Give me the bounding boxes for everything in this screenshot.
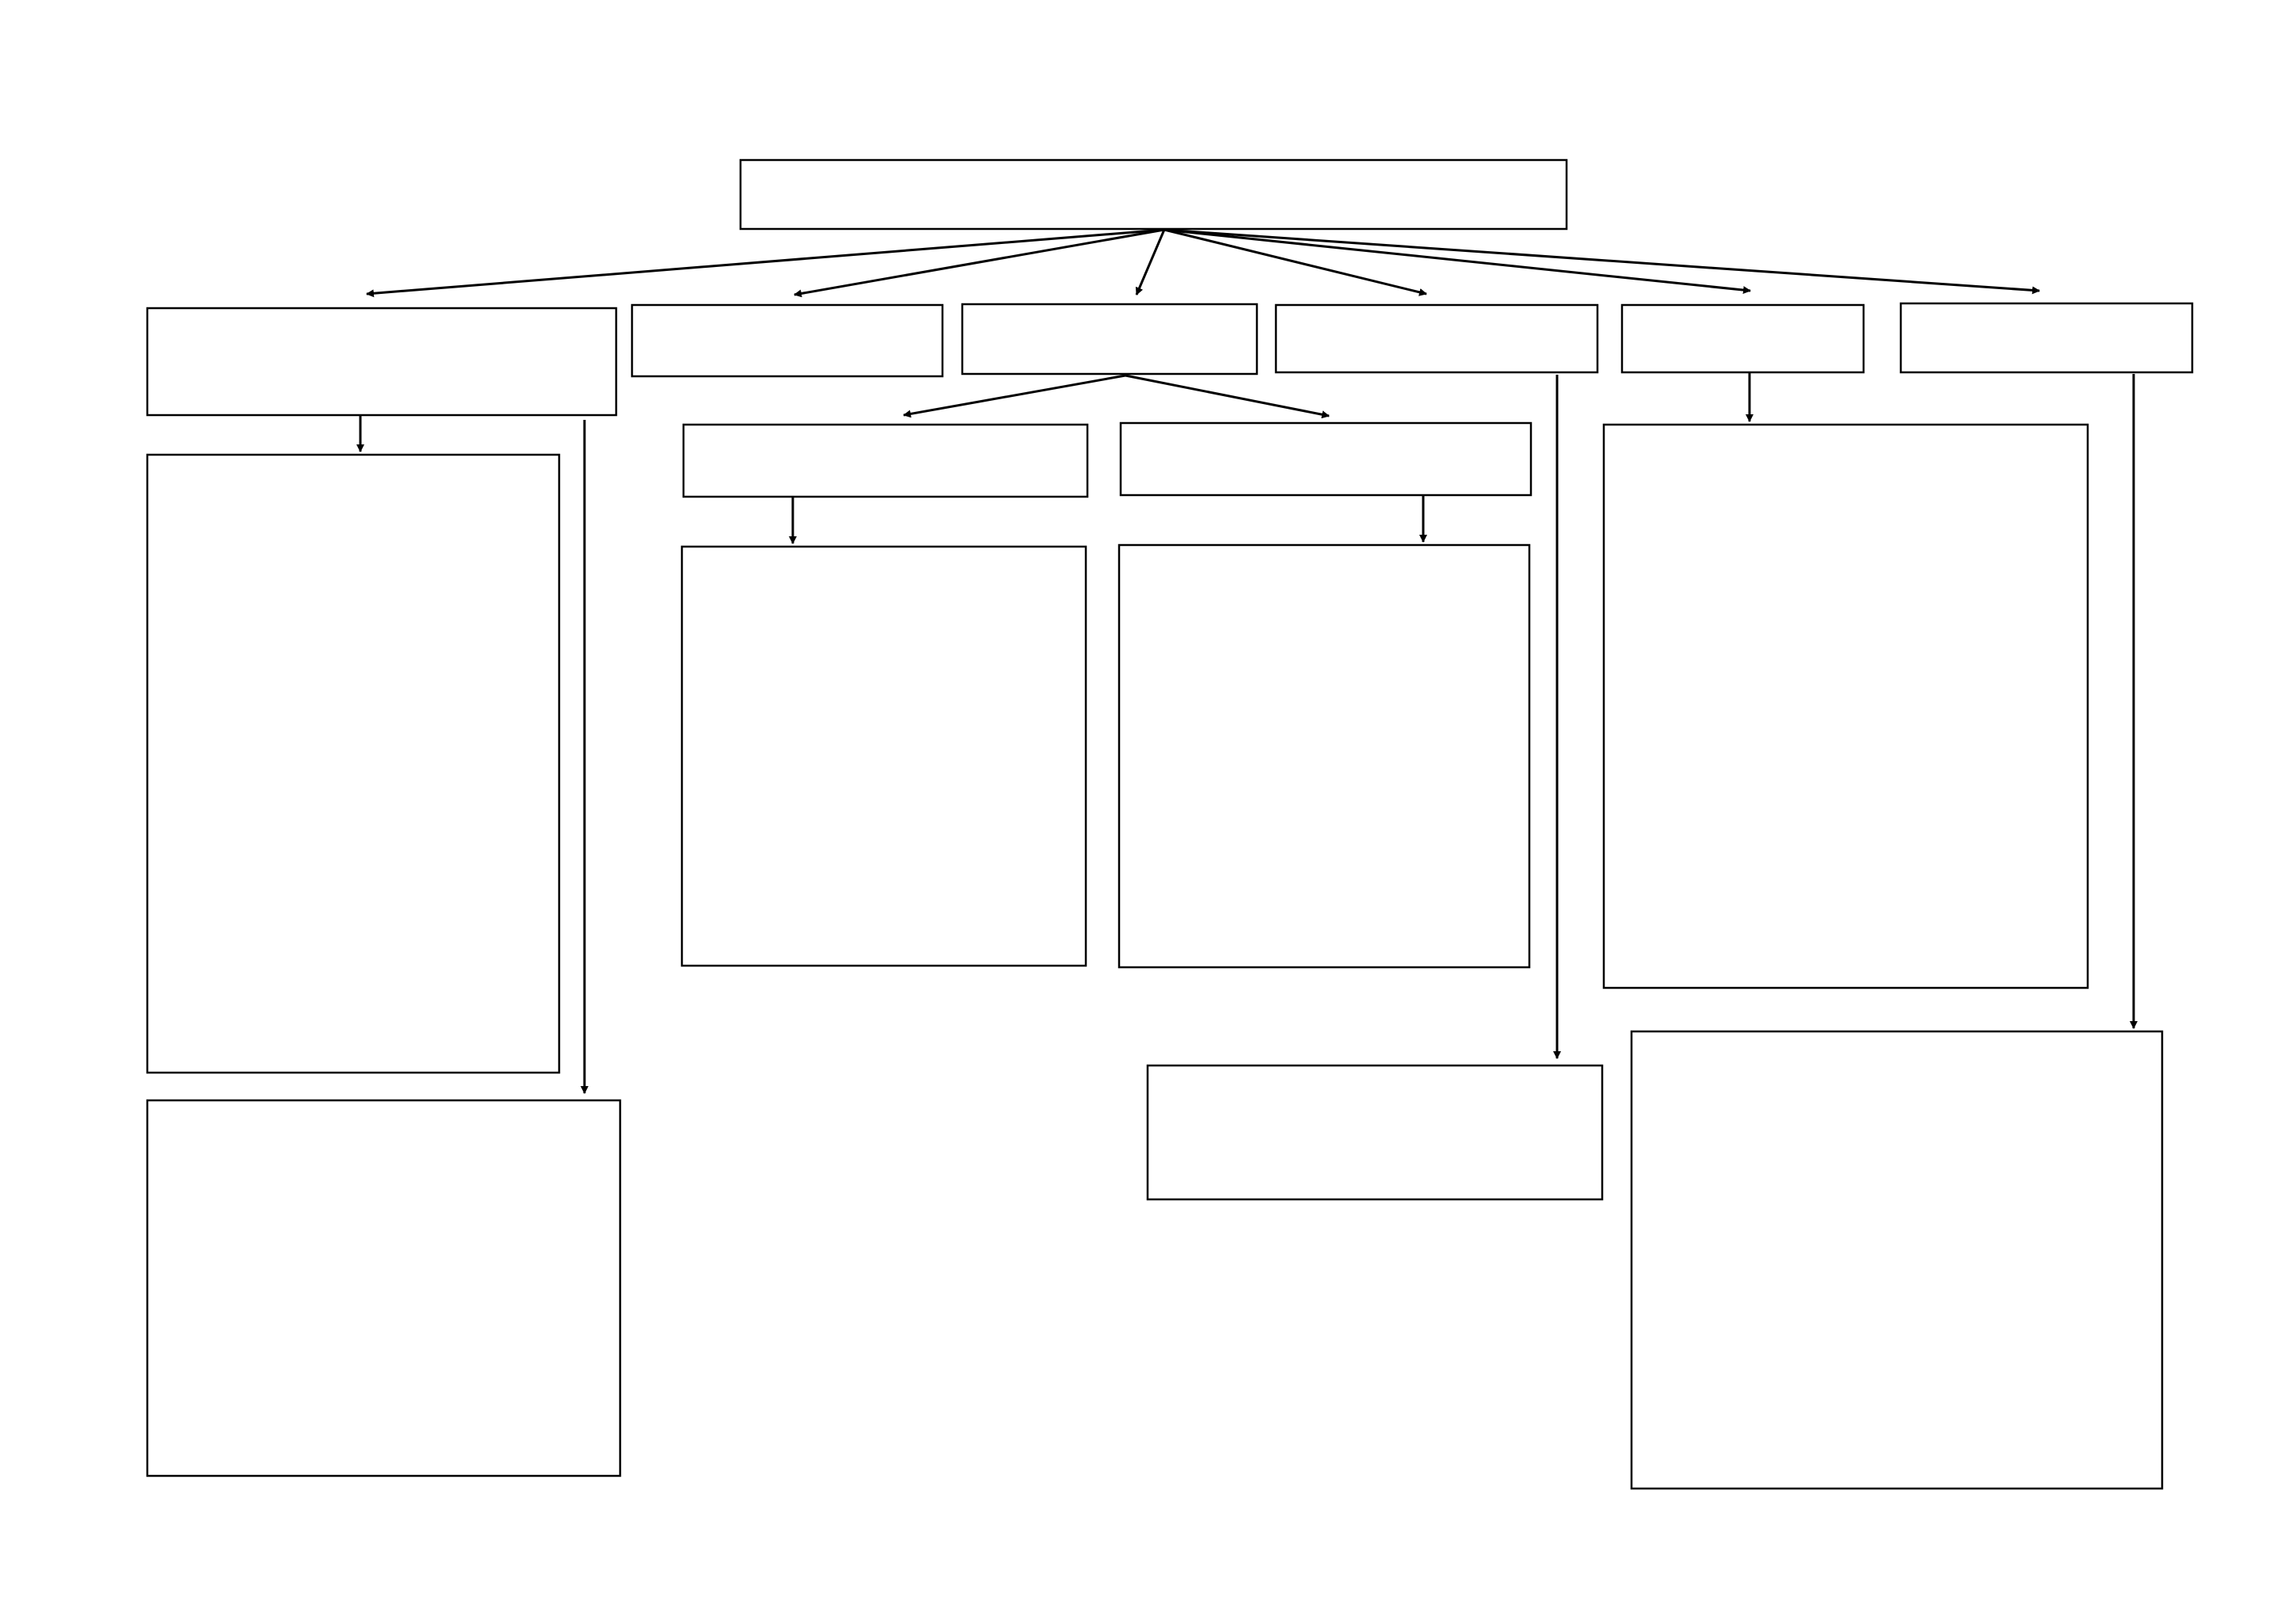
- diagram-box-branch-3-sub-2-detail: [1118, 543, 1531, 969]
- connector-arrow-root-to-branch-2: [794, 228, 1165, 298]
- diagram-box-branch-1: [146, 307, 618, 417]
- connector-arrow-branch-3-to-branch-3-sub-2: [1125, 374, 1330, 419]
- connector-arrow-root-to-branch-4: [1163, 228, 1427, 296]
- diagram-box-branch-1-detail: [146, 453, 561, 1074]
- diagram-box-branch-5-detail: [1602, 423, 2089, 989]
- box-frame: [1620, 303, 1865, 374]
- diagram-box-branch-1-extra: [146, 1099, 622, 1477]
- box-frame: [1630, 1030, 2164, 1490]
- connector-arrow-root-to-branch-1: [366, 228, 1165, 298]
- box-frame: [146, 307, 618, 417]
- diagram-box-branch-3-sub-1: [682, 423, 1089, 498]
- box-frame: [961, 303, 1258, 376]
- box-frame: [1146, 1064, 1604, 1201]
- box-frame: [682, 423, 1089, 498]
- connector-layer: [356, 228, 2138, 1094]
- box-layer: [146, 158, 2194, 1490]
- connector-arrow-root-to-branch-3: [1135, 229, 1166, 295]
- box-frame: [1602, 423, 2089, 989]
- box-frame: [680, 545, 1087, 967]
- box-frame: [1119, 421, 1533, 497]
- box-frame: [146, 453, 561, 1074]
- box-frame: [1118, 543, 1531, 969]
- diagram-box-branch-6-detail: [1630, 1030, 2164, 1490]
- diagram-box-branch-4-detail: [1146, 1064, 1604, 1201]
- diagram-box-branch-3: [961, 303, 1258, 376]
- connector-arrow-branch-3-to-branch-3-sub-1: [903, 374, 1126, 418]
- box-frame: [739, 158, 1568, 231]
- connector-arrow-root-to-branch-6: [1163, 228, 2040, 295]
- box-frame: [1274, 303, 1599, 374]
- connector-arrow-root-to-branch-5: [1163, 228, 1751, 295]
- diagram-box-branch-6: [1899, 302, 2194, 374]
- diagram-box-branch-2: [630, 303, 944, 378]
- diagram-box-root: [739, 158, 1568, 231]
- box-frame: [630, 303, 944, 378]
- diagram-box-branch-3-sub-2: [1119, 421, 1533, 497]
- diagram-box-branch-5: [1620, 303, 1865, 374]
- box-frame: [146, 1099, 622, 1477]
- diagram-box-branch-4: [1274, 303, 1599, 374]
- box-frame: [1899, 302, 2194, 374]
- diagram-box-branch-3-sub-1-detail: [680, 545, 1087, 967]
